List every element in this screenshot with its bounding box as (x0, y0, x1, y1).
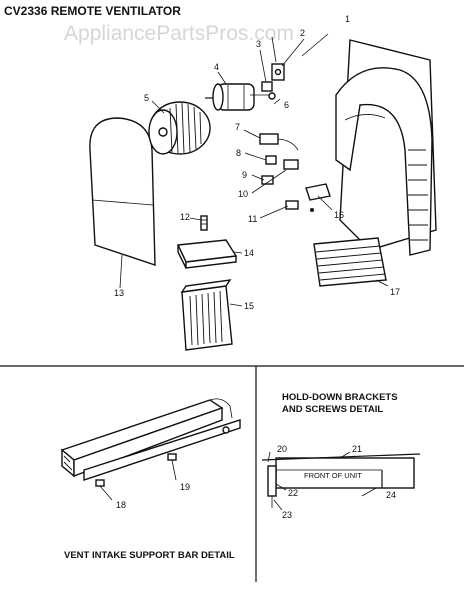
callout-1: 1 (345, 14, 350, 24)
blower-wheel-part-5 (148, 101, 211, 155)
callout-19: 19 (180, 482, 190, 492)
callout-3: 3 (256, 39, 261, 49)
callout-6: 6 (284, 100, 289, 110)
small-parts-8-16 (261, 155, 331, 212)
callout-22: 22 (288, 488, 298, 498)
callout-20: 20 (277, 444, 287, 454)
hold-down-caption-line1: HOLD-DOWN BRACKETS (282, 392, 398, 403)
callout-23: 23 (282, 510, 292, 520)
diagram-title: CV2336 REMOTE VENTILATOR (4, 4, 181, 18)
callout-12: 12 (180, 212, 190, 222)
detail-frames (0, 365, 464, 582)
watermark: AppliancePartsPros.com (64, 22, 294, 45)
callout-21: 21 (352, 444, 362, 454)
callout-2: 2 (300, 28, 305, 38)
callout-4: 4 (214, 62, 219, 72)
callout-8: 8 (236, 148, 241, 158)
hold-down-brackets-detail: HOLD-DOWN BRACKETS AND SCREWS DETAIL FRO… (261, 392, 421, 520)
motor-part-4 (205, 83, 255, 111)
callout-9: 9 (242, 170, 247, 180)
callout-10: 10 (238, 189, 248, 199)
panel-part-13 (89, 117, 156, 266)
vent-intake-bar-detail: 18 19 VENT INTAKE SUPPORT BAR DETAIL (60, 398, 241, 561)
leader-lines-upper (119, 33, 389, 307)
callout-13: 13 (114, 288, 124, 298)
hardware-parts-2-3-6 (250, 63, 285, 100)
capacitor-part-7 (259, 133, 299, 151)
front-of-unit-label: FRONT OF UNIT (304, 471, 362, 480)
callout-11: 11 (248, 214, 257, 224)
callout-14: 14 (244, 248, 254, 258)
callout-24: 24 (386, 490, 396, 500)
hold-down-caption-line2: AND SCREWS DETAIL (282, 404, 383, 415)
screw-part-12 (200, 215, 208, 231)
callouts-upper: 1 2 3 4 5 6 7 8 9 10 11 12 13 14 15 16 1… (114, 14, 400, 311)
callout-7: 7 (235, 122, 240, 132)
callout-17: 17 (390, 287, 400, 297)
callout-16: 16 (334, 210, 344, 220)
tray-part-14 (176, 239, 238, 269)
callout-5: 5 (144, 93, 149, 103)
callout-15: 15 (244, 301, 254, 311)
vent-intake-caption: VENT INTAKE SUPPORT BAR DETAIL (64, 550, 235, 561)
grille-part-17 (313, 237, 387, 287)
housing-part-1 (335, 39, 437, 256)
filter-part-15 (180, 279, 233, 351)
callout-18: 18 (116, 500, 126, 510)
